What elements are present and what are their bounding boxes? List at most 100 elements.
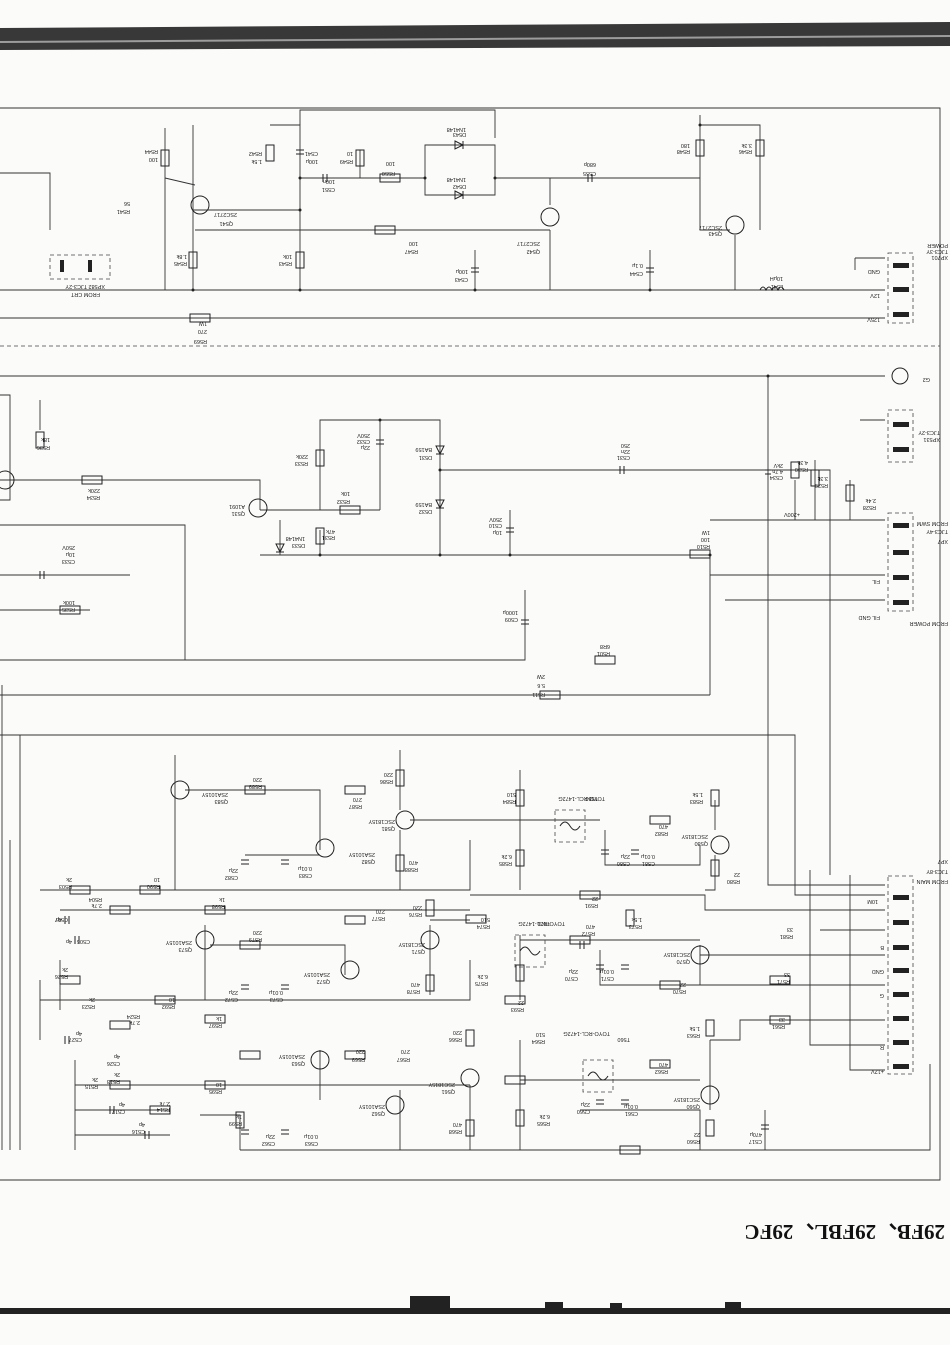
label-g2: G2 — [923, 376, 930, 382]
label-r561-val: 33 — [779, 1016, 785, 1022]
label-r529: R529 — [815, 482, 828, 488]
label-c582: C582 — [225, 874, 238, 880]
label-c543-val: 100μ — [456, 268, 468, 274]
label-pin-b: B — [880, 944, 884, 950]
label-c551-val: 100n — [323, 178, 335, 184]
label-r587: R587 — [349, 803, 362, 809]
label-r575: R575 — [475, 980, 488, 986]
label-c572-val: 22μ — [229, 989, 238, 995]
label-c533: C533 — [62, 558, 75, 564]
label-r560-val: 22 — [694, 1131, 700, 1137]
label-pin-gnd: GND — [868, 268, 880, 274]
label-r569-w: 1W — [198, 320, 207, 326]
label-r566-val: 220 — [453, 1029, 462, 1035]
label-c555: C555 — [583, 170, 596, 176]
label-r535: R535 — [62, 606, 75, 612]
label-t580: T580 — [585, 795, 598, 801]
label-xp531-part: TJC3-2Y — [918, 429, 940, 435]
label-r545: R545 — [174, 260, 187, 266]
label-q570-part: 2SC1815Y — [663, 951, 690, 957]
label-r511: R511 — [532, 691, 545, 697]
label-d543: D543 — [453, 131, 466, 137]
label-r580: R580 — [727, 878, 740, 884]
label-d543-part: 1N4148 — [447, 126, 466, 132]
label-t570: T570 — [537, 920, 550, 926]
label-r575-val: 6.2k — [477, 973, 488, 979]
label-r595: R595 — [209, 1088, 222, 1094]
label-r535-val: 100k — [63, 599, 75, 605]
label-q542: Q542 — [527, 248, 540, 254]
label-r532-val: 10k — [341, 490, 350, 496]
label-r524: R524 — [127, 1013, 140, 1019]
label-r515: R515 — [85, 1083, 98, 1089]
label-from-swm: FROM SWM — [916, 520, 948, 526]
label-c517-val: 470μ — [750, 1131, 762, 1137]
label-r574-val: 510 — [481, 916, 490, 922]
label-r589-val: 220 — [253, 776, 262, 782]
label-c532-val: 22μ — [361, 444, 370, 450]
label-r531: R531 — [322, 534, 335, 540]
label-c563: C563 — [305, 1140, 318, 1146]
label-r530: R530 — [795, 466, 808, 472]
label-from-crt: FROM CRT — [70, 291, 100, 297]
label-r534: R534 — [87, 494, 100, 500]
label-r501-val: 6R8 — [600, 643, 610, 649]
label-r585-val: 6.2k — [501, 853, 512, 859]
label-q581-part: 2SC1815Y — [368, 818, 395, 824]
label-c531: C531 — [617, 454, 630, 460]
label-r546-val: 3.3k — [741, 142, 752, 148]
label-r569b-val: 220 — [356, 1048, 365, 1054]
label-r590-val: 10 — [154, 876, 160, 882]
label-r573: R573 — [629, 923, 642, 929]
label-q580: Q580 — [695, 840, 708, 846]
label-c506: C506 — [77, 938, 90, 944]
label-q573-part: 2SA1015Y — [165, 939, 192, 945]
label-r528: R528 — [863, 504, 876, 510]
label-r581-val: 33 — [787, 926, 793, 932]
label-r510-w: 1W — [701, 529, 710, 535]
label-r562-val: 470 — [659, 1061, 668, 1067]
label-c543: C543 — [455, 276, 468, 282]
label-c544-val: 0.1μ — [632, 262, 643, 268]
label-r577-val: 270 — [376, 908, 385, 914]
label-r574: R574 — [477, 923, 490, 929]
label-q583-part: 2SA1015Y — [201, 791, 228, 797]
label-r514: R514 — [157, 1106, 170, 1112]
label-q573: Q573 — [179, 946, 192, 952]
label-r526-val: 2k — [62, 966, 68, 972]
middle-section — [0, 374, 885, 886]
label-q562-part: 2SA1015Y — [358, 1103, 385, 1109]
label-r533-val: 220k — [296, 453, 308, 459]
label-r579-val: 220 — [253, 929, 262, 935]
label-r545-val: 1.8k — [176, 253, 187, 259]
label-r568: R568 — [449, 1128, 462, 1134]
label-r568-val: 470 — [453, 1121, 462, 1127]
label-pin-g: G — [880, 992, 884, 998]
label-c531-val: 22n — [621, 448, 630, 454]
label-c533-val: 10μ — [66, 551, 75, 557]
label-pin-12v-plus: +12V — [871, 1068, 884, 1074]
label-r549-val: 10 — [347, 150, 353, 156]
label-r567: R567 — [397, 1056, 410, 1062]
label-d532-part: BA159 — [415, 501, 432, 507]
label-r531-val: 47k — [326, 528, 335, 534]
label-d531-part: BA159 — [415, 446, 432, 452]
label-c526: C526 — [107, 1060, 120, 1066]
label-q541: Q541 — [220, 220, 233, 226]
label-r547: R547 — [405, 248, 418, 254]
label-pin-gnd2: GND — [872, 968, 884, 974]
label-q560: Q560 — [687, 1103, 700, 1109]
label-r599: R599 — [229, 1120, 242, 1126]
label-q563-part: 2SA1015Y — [278, 1053, 305, 1059]
label-r585: R585 — [499, 860, 512, 866]
label-c572: C572 — [225, 996, 238, 1002]
label-r513: R513 — [107, 1078, 120, 1084]
label-r515-val: 2k — [92, 1076, 98, 1082]
label-pin-125v: 125V — [867, 316, 880, 322]
label-r598-val: 1k — [219, 896, 225, 902]
label-r564: R564 — [532, 1038, 545, 1044]
label-r504-val: 2.7k — [91, 902, 102, 908]
label-c571: C571 — [601, 975, 614, 981]
